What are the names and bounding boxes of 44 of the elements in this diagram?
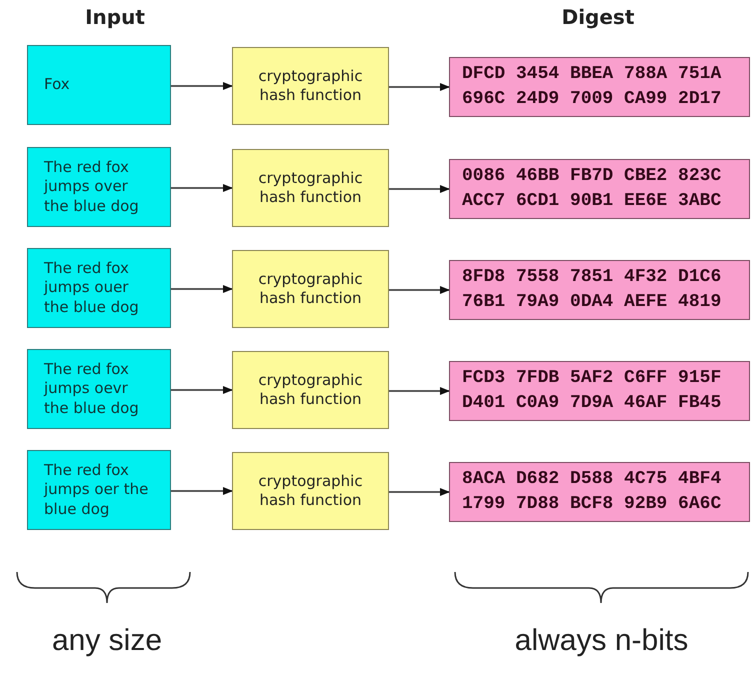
- hash-function-box: [232, 250, 389, 328]
- node-text: The red fox jumps oevr the blue dog: [44, 360, 140, 418]
- input-box: [27, 248, 171, 328]
- input-box: [27, 450, 171, 530]
- arrow: [171, 285, 233, 293]
- node-text: DFCD 3454 BBEA 788A 751A 696C 24D9 7009 CA99 2D17: [462, 62, 722, 111]
- input-box: [27, 147, 171, 227]
- hash-function-box: [232, 452, 389, 530]
- node-text: cryptographic hash function: [257, 168, 364, 208]
- digest-box: [449, 260, 750, 320]
- node-text: cryptographic hash function: [257, 370, 364, 410]
- column-heading: Digest: [560, 4, 636, 31]
- column-heading: Input: [84, 4, 146, 31]
- node-text: cryptographic hash function: [257, 472, 364, 510]
- node-text: FCD3 7FDB 5AF2 C6FF 915F D401 C0A9 7D9A 46AF FB45: [462, 366, 722, 415]
- digest-box: [449, 159, 750, 219]
- input-box: [27, 349, 171, 429]
- digest-box: [449, 361, 750, 421]
- node-text: 0086 46BB FB7D CBE2 823C ACC7 6CD1 90B1 EE6E 3ABC: [462, 164, 722, 213]
- hash-function-box: [232, 47, 389, 125]
- node-text: cryptographic hash function: [257, 270, 364, 308]
- arrow: [389, 185, 450, 193]
- hash-function-box: [232, 351, 389, 429]
- arrow: [389, 488, 450, 496]
- node-text: The red fox jumps over the blue dog: [44, 158, 140, 216]
- input-box: [27, 45, 171, 125]
- brace-label: any size: [50, 623, 164, 659]
- arrow: [171, 487, 233, 495]
- node-text: Fox: [44, 75, 71, 95]
- arrow: [171, 184, 233, 192]
- node-text: cryptographic hash function: [257, 66, 364, 106]
- digest-box: [449, 462, 750, 522]
- node-text: The red fox jumps ouer the blue dog: [44, 258, 140, 318]
- arrow: [171, 82, 233, 90]
- node-text: 8FD8 7558 7851 4F32 D1C6 76B1 79A9 0DA4 AEFE 4819: [462, 266, 722, 314]
- node-text: The red fox jumps oer the blue dog: [44, 460, 150, 520]
- arrow: [389, 83, 450, 91]
- node-text: 8ACA D682 D588 4C75 4BF4 1799 7D88 BCF8 92B9 6A6C: [462, 468, 722, 516]
- hash-function-box: [232, 149, 389, 227]
- arrow: [389, 387, 450, 395]
- brace-label: always n-bits: [514, 623, 690, 659]
- arrow: [171, 386, 233, 394]
- arrow: [389, 286, 450, 294]
- digest-box: [449, 57, 750, 117]
